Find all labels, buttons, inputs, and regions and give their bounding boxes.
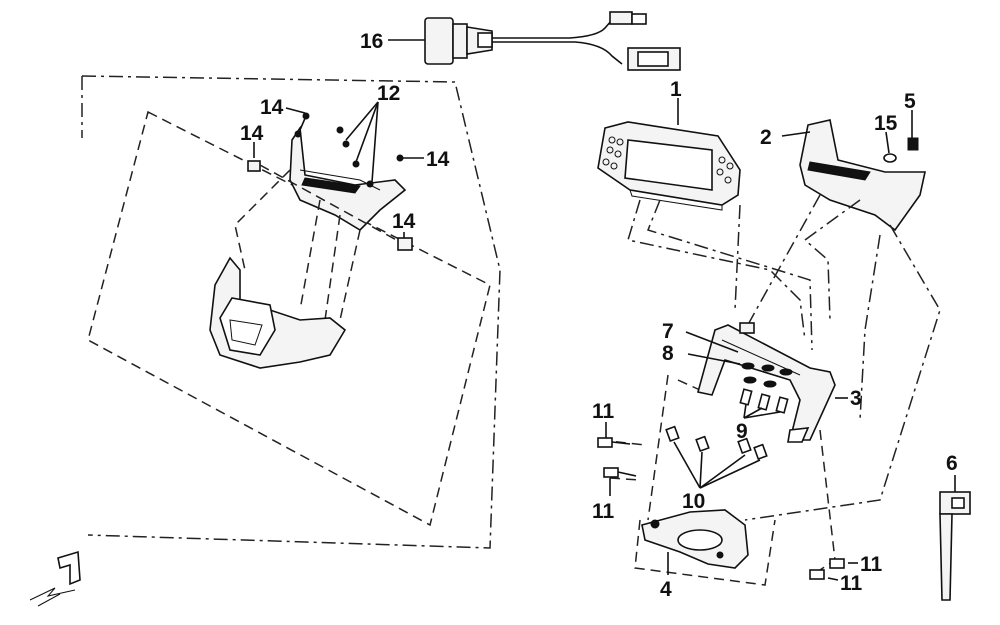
callout-12: 12	[377, 82, 400, 105]
part-10-pins	[665, 425, 768, 461]
callout-11b: 11	[592, 500, 615, 523]
part-5-bolt	[907, 110, 919, 151]
callout-11d: 11	[840, 572, 863, 595]
part-3-bracket	[697, 322, 836, 443]
callout-15: 15	[874, 112, 898, 135]
callout-11c: 11	[860, 553, 883, 576]
callout-4: 4	[660, 578, 672, 601]
callout-14a: 14	[260, 96, 284, 119]
part-2-upper-cover	[799, 119, 926, 232]
callout-6: 6	[946, 452, 958, 475]
callout-5: 5	[904, 90, 916, 113]
callout-14d: 14	[392, 210, 416, 233]
upper-cover-with-screws	[247, 112, 413, 251]
front-arrow-icon	[29, 550, 81, 607]
part-6-cable-tie	[939, 491, 971, 601]
part-9-grommets	[739, 388, 789, 414]
part-4-lower-bracket	[641, 509, 749, 569]
part-16-wiring-harness	[424, 11, 681, 71]
callout-1: 1	[670, 78, 682, 101]
callout-16: 16	[360, 30, 383, 53]
callout-10: 10	[682, 490, 705, 513]
part-1-instrument-cluster	[597, 121, 741, 211]
part-11-bolts	[597, 437, 845, 580]
callout-2: 2	[760, 126, 772, 149]
lower-front-cover	[209, 256, 347, 369]
callout-14c: 14	[426, 148, 450, 171]
callout-8: 8	[662, 342, 674, 365]
callout-11a: 11	[592, 400, 615, 423]
left-assembly-frames	[81, 75, 501, 549]
callout-9: 9	[736, 420, 748, 443]
callout-3: 3	[850, 387, 862, 410]
part-15-washer	[883, 131, 897, 163]
callout-7: 7	[662, 320, 674, 343]
callout-14b: 14	[240, 122, 264, 145]
